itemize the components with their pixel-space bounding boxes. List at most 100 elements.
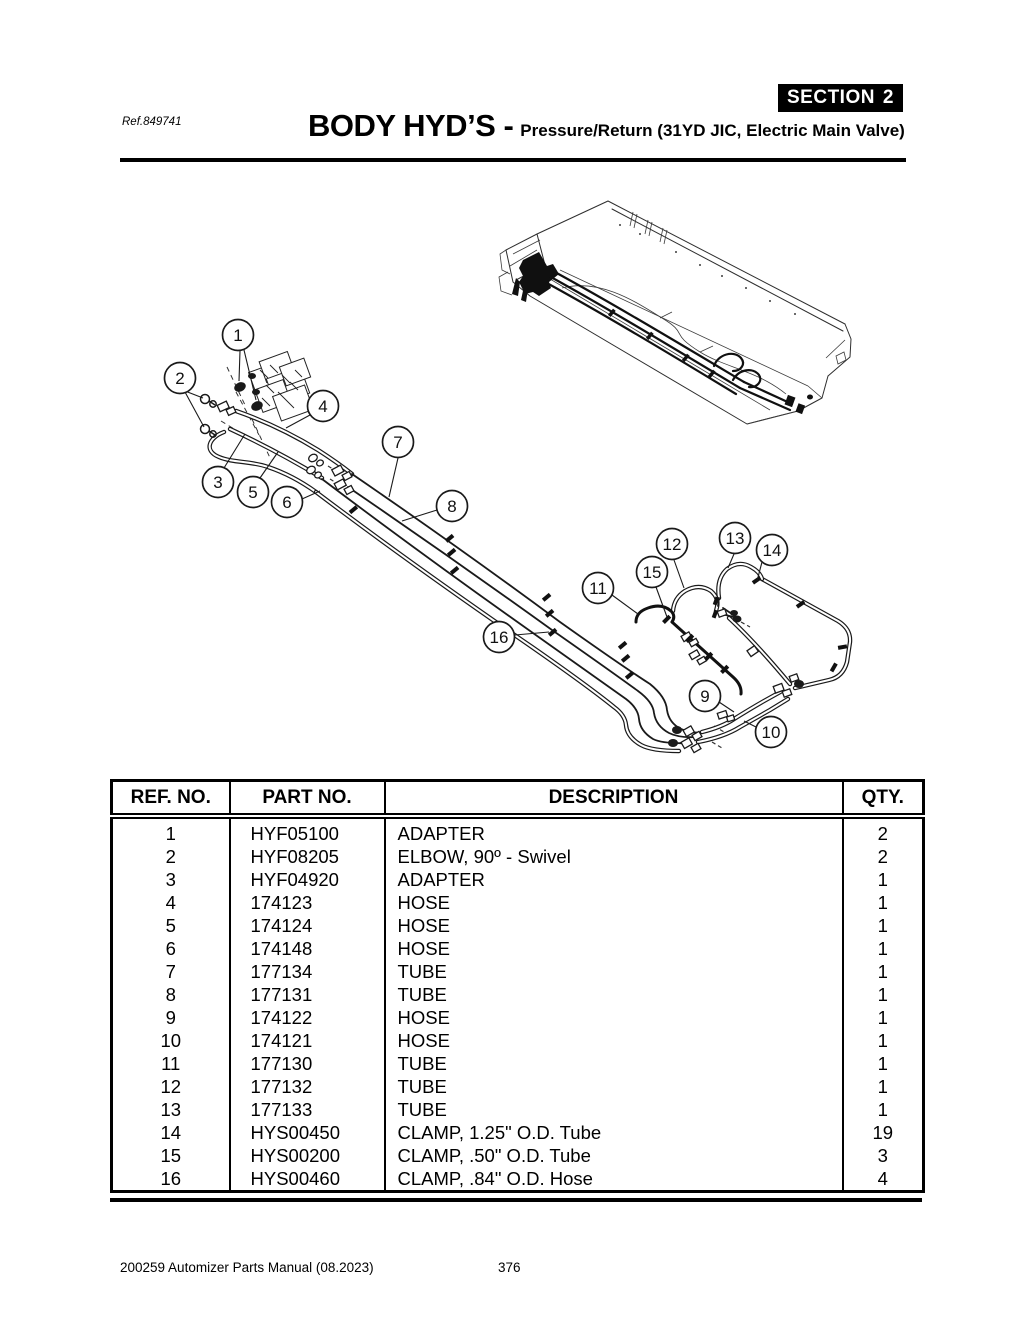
- callout-15-label: 15: [643, 563, 662, 582]
- callout-16-label: 16: [490, 628, 509, 647]
- table-row: 13 177133 TUBE 1: [111, 1098, 924, 1121]
- clamps: [348, 505, 848, 680]
- description-cell: TUBE: [384, 1098, 844, 1121]
- ref-no-cell: 7: [111, 960, 231, 983]
- description-cell: HOSE: [384, 891, 844, 914]
- description-cell: CLAMP, 1.25" O.D. Tube: [384, 1121, 844, 1144]
- footer-page-number: 376: [498, 1260, 521, 1275]
- footer-manual-info: 200259 Automizer Parts Manual (08.2023): [120, 1260, 374, 1275]
- table-row: 14 HYS00450 CLAMP, 1.25" O.D. Tube 19: [111, 1121, 924, 1144]
- description-cell: ADAPTER: [384, 868, 844, 891]
- ref-no-cell: 5: [111, 914, 231, 937]
- callout-12-label: 12: [663, 535, 682, 554]
- main-valve-block: [247, 350, 315, 422]
- callout-9-label: 9: [700, 687, 709, 706]
- parts-table: REF. NO. PART NO. DESCRIPTION QTY. 1 HYF…: [110, 779, 925, 1193]
- table-row: 4 174123 HOSE 1: [111, 891, 924, 914]
- ref-no-cell: 1: [111, 816, 231, 845]
- qty-cell: 1: [877, 1099, 888, 1120]
- callout-10: 10: [754, 715, 788, 749]
- description-cell: TUBE: [384, 960, 844, 983]
- description-cell: TUBE: [384, 983, 844, 1006]
- col-description: DESCRIPTION: [384, 780, 844, 819]
- part-no-cell: HYF04920: [229, 868, 386, 891]
- callout-14-label: 14: [763, 541, 782, 560]
- ref-no-cell: 2: [111, 845, 231, 868]
- table-row: 6 174148 HOSE 1: [111, 937, 924, 960]
- page-subtitle: Pressure/Return (31YD JIC, Electric Main…: [520, 121, 905, 140]
- table-row: 9 174122 HOSE 1: [111, 1006, 924, 1029]
- ref-no-cell: 6: [111, 937, 231, 960]
- qty-cell: 1: [877, 869, 888, 890]
- description-cell: TUBE: [384, 1075, 844, 1098]
- ref-no-cell: 14: [111, 1121, 231, 1144]
- ref-no-cell: 8: [111, 983, 231, 1006]
- description-cell: HOSE: [384, 1029, 844, 1052]
- callout-13: 13: [718, 521, 752, 555]
- callout-13-label: 13: [726, 529, 745, 548]
- section-number: 2: [882, 87, 894, 108]
- col-ref-no: REF. NO.: [111, 780, 231, 819]
- qty-cell: 1: [877, 984, 888, 1005]
- part-no-cell: HYS00200: [229, 1144, 386, 1167]
- callout-6-label: 6: [282, 493, 291, 512]
- body-hose-routing: [512, 252, 813, 415]
- part-no-cell: 174124: [229, 914, 386, 937]
- callout-1: 1: [221, 318, 255, 352]
- part-no-cell: HYF05100: [229, 816, 386, 845]
- description-cell: HOSE: [384, 1006, 844, 1029]
- qty-cell: 1: [877, 892, 888, 913]
- part-no-cell: HYS00450: [229, 1121, 386, 1144]
- ref-no-cell: 3: [111, 868, 231, 891]
- description-cell: ADAPTER: [384, 816, 844, 845]
- callout-7-label: 7: [393, 433, 402, 452]
- callout-9: 9: [688, 679, 722, 713]
- qty-cell: 1: [877, 1030, 888, 1051]
- parts-table-header: REF. NO. PART NO. DESCRIPTION QTY.: [111, 780, 924, 819]
- callout-15: 15: [635, 555, 669, 589]
- table-row: 7 177134 TUBE 1: [111, 960, 924, 983]
- description-cell: ELBOW, 90º - Swivel: [384, 845, 844, 868]
- footer-rule: [110, 1198, 922, 1202]
- description-cell: CLAMP, .50" O.D. Tube: [384, 1144, 844, 1167]
- qty-cell: 3: [877, 1145, 888, 1166]
- qty-cell: 1: [877, 1007, 888, 1028]
- ref-no-cell: 10: [111, 1029, 231, 1052]
- table-row: 12 177132 TUBE 1: [111, 1075, 924, 1098]
- callout-3-label: 3: [213, 473, 222, 492]
- table-row: 15 HYS00200 CLAMP, .50" O.D. Tube 3: [111, 1144, 924, 1167]
- ref-no-cell: 15: [111, 1144, 231, 1167]
- section-badge: SECTION 2: [778, 84, 903, 112]
- table-row: 3 HYF04920 ADAPTER 1: [111, 868, 924, 891]
- qty-cell: 1: [877, 961, 888, 982]
- callout-2-label: 2: [175, 369, 184, 388]
- part-no-cell: HYS00460: [229, 1167, 386, 1192]
- callout-4: 4: [306, 389, 340, 423]
- table-row: 8 177131 TUBE 1: [111, 983, 924, 1006]
- callout-leaders: [184, 349, 763, 728]
- callout-7: 7: [381, 425, 415, 459]
- part-no-cell: 177133: [229, 1098, 386, 1121]
- callout-6: 6: [270, 485, 304, 519]
- qty-cell: 2: [877, 846, 888, 867]
- table-row: 10 174121 HOSE 1: [111, 1029, 924, 1052]
- callout-12: 12: [655, 527, 689, 561]
- page-title: BODY HYD’S -: [308, 108, 514, 143]
- callout-11-label: 11: [589, 579, 607, 598]
- part-no-cell: 177131: [229, 983, 386, 1006]
- callout-8-label: 8: [447, 497, 456, 516]
- ref-no-cell: 12: [111, 1075, 231, 1098]
- callout-5-label: 5: [248, 483, 257, 502]
- part-no-cell: 174123: [229, 891, 386, 914]
- table-row: 11 177130 TUBE 1: [111, 1052, 924, 1075]
- parts-table-body: 1 HYF05100 ADAPTER 2 2 HYF08205 ELBOW, 9…: [111, 816, 924, 1192]
- callout-4-label: 4: [318, 397, 327, 416]
- elbow-fitting: [199, 393, 217, 438]
- bottom-fitting-cluster: [668, 725, 703, 754]
- ref-number: Ref.849741: [122, 116, 182, 128]
- qty-cell: 4: [877, 1168, 888, 1189]
- callout-1-label: 1: [233, 326, 242, 345]
- callout-5: 5: [236, 475, 270, 509]
- qty-cell: 1: [877, 1076, 888, 1097]
